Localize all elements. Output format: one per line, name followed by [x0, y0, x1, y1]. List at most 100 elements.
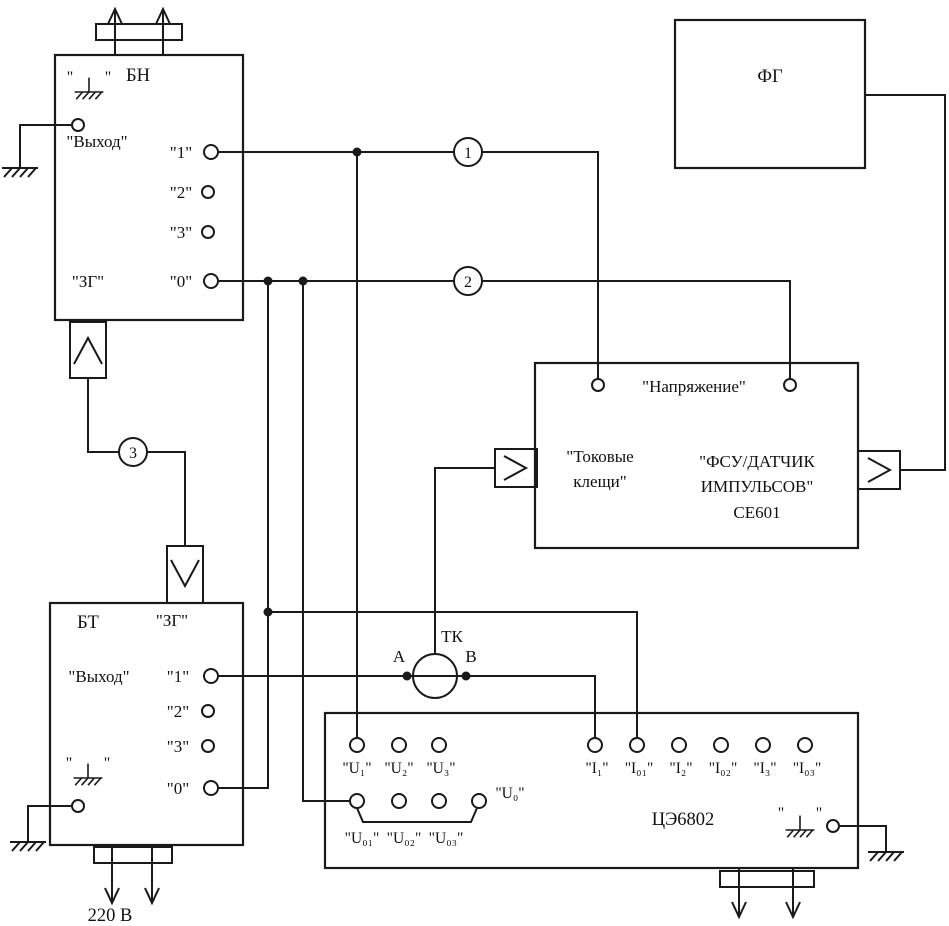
- bn-mains-arrows-icon: [107, 6, 171, 55]
- bn-terminal-2-label: "2": [170, 183, 192, 202]
- meter-i03-label: "I₀₃": [793, 760, 822, 777]
- se601-clamp-connector-chevron-icon: [503, 455, 529, 481]
- bn-terminal-0: [203, 273, 219, 289]
- bt-zg-connector-chevron-icon: [170, 559, 200, 589]
- bn-ground-terminal: [71, 118, 85, 132]
- wire-bt1-through-tk-to-i1: [218, 675, 596, 738]
- meter-mains-arrows-icon: [731, 868, 801, 920]
- bt-zg-label: "ЗГ": [156, 611, 188, 630]
- se601-clamp-connector: [494, 448, 538, 488]
- meter-terminal-i03: [797, 737, 813, 753]
- meter-i2-label: "I₂": [669, 760, 692, 777]
- meter-u02-label: "U₀₂": [387, 830, 422, 847]
- mains-voltage-label: 220 В: [88, 906, 133, 926]
- tk-clamp: ТК А В: [393, 627, 477, 699]
- bt-terminal-1: [203, 668, 219, 684]
- meter-block: "U₁" "U₂" "U₃" "I₁" "I₀₁" "I₂" "I₀₂" "I₃…: [323, 711, 905, 920]
- bn-terminal-1: [203, 144, 219, 160]
- wire-marker-1-number: 1: [464, 145, 472, 162]
- meter-u01-label: "U₀₁": [345, 830, 380, 847]
- bn-earth-ground-icon: [1, 167, 39, 178]
- meter-terminal-i1: [587, 737, 603, 753]
- meter-terminal-u2: [391, 737, 407, 753]
- bt-internal-ground-icon: [72, 762, 104, 787]
- bt-terminal-3: [201, 739, 215, 753]
- bn-terminal-3: [201, 225, 215, 239]
- fg-title: ФГ: [757, 67, 783, 87]
- bt-ground-quote-close: ": [104, 755, 111, 772]
- meter-terminal-u03: [431, 793, 447, 809]
- se601-title-line2: ИМПУЛЬСОВ": [701, 477, 814, 496]
- tk-phase-b-dot: [461, 671, 471, 681]
- bt-terminal-0-label: "0": [167, 779, 189, 798]
- wire-bn0-to-voltage: [218, 280, 791, 379]
- wire-marker-3-circle: [118, 437, 148, 467]
- wire-marker-3: 3: [118, 437, 148, 467]
- bt-ground-terminal: [71, 799, 85, 813]
- fg-box: [673, 18, 867, 170]
- bt-terminal-0: [203, 780, 219, 796]
- meter-i02-label: "I₀₂": [709, 760, 738, 777]
- meter-i3-label: "I₃": [753, 760, 776, 777]
- se601-fg-connector: [857, 450, 901, 490]
- tk-phase-b-label: В: [465, 647, 476, 666]
- meter-u0-link-bracket: [356, 807, 478, 823]
- se601-title-line1: "ФСУ/ДАТЧИК: [699, 452, 815, 471]
- bt-terminal-3-label: "3": [167, 737, 189, 756]
- bn-terminal-0-label: "0": [170, 272, 192, 291]
- meter-mains-cable-bar: [719, 870, 815, 888]
- wire-meter-ground: [840, 825, 887, 852]
- bt-block: БТ "ЗГ" "Выход" "1" "2" "3" "0" " " 220 …: [9, 545, 245, 926]
- se601-voltage-terminal-left: [591, 378, 605, 392]
- bt-earth-ground-icon: [9, 841, 47, 852]
- meter-u2-label: "U₂": [384, 760, 413, 777]
- se601-fg-connector-chevron-icon: [867, 457, 893, 483]
- bn-box: [53, 53, 245, 322]
- bn-terminal-3-label: "3": [170, 223, 192, 242]
- meter-earth-ground-icon: [867, 851, 905, 862]
- meter-terminal-u01: [349, 793, 365, 809]
- wire-branch-zero-left: [218, 281, 269, 789]
- bt-mains-cable-bar: [93, 846, 173, 864]
- meter-ground-terminal: [826, 819, 840, 833]
- wire-tk-to-clamp-connector: [434, 467, 495, 654]
- tk-clamp-circle: [412, 653, 458, 699]
- se601-clamps-label-line2: клещи": [573, 472, 626, 491]
- meter-ground-quote-open: ": [778, 805, 785, 822]
- se601-clamps-label-line1: "Токовые: [566, 447, 633, 466]
- meter-terminal-u1: [349, 737, 365, 753]
- junction-dot: [298, 276, 308, 286]
- wire-marker-2: 2: [453, 266, 483, 296]
- bn-ground-quote-open: ": [67, 69, 74, 86]
- bn-zg-connector-chevron-icon: [73, 335, 103, 365]
- se601-title-line3: СЕ601: [733, 503, 780, 522]
- meter-i1-label: "I₁": [585, 760, 608, 777]
- junction-dot: [263, 276, 273, 286]
- wire-marker-2-circle: [453, 266, 483, 296]
- meter-terminal-u0: [471, 793, 487, 809]
- fg-block: ФГ: [673, 18, 867, 170]
- meter-terminal-i02: [713, 737, 729, 753]
- junction-dots: [263, 147, 362, 617]
- wire-to-i01: [268, 611, 638, 738]
- bt-ground-quote-open: ": [66, 755, 73, 772]
- tk-phase-a-dot: [402, 671, 412, 681]
- junction-dot: [263, 607, 273, 617]
- meter-terminal-u3: [431, 737, 447, 753]
- meter-terminal-u02: [391, 793, 407, 809]
- tk-phase-a-label: А: [393, 647, 406, 666]
- se601-block: "Напряжение" "Токовые клещи" "ФСУ/ДАТЧИК…: [494, 361, 901, 550]
- bn-title: БН: [126, 66, 150, 86]
- bt-title: БТ: [77, 613, 99, 633]
- bt-zg-connector: [166, 545, 204, 604]
- bn-output-label: "Выход": [66, 132, 127, 151]
- meter-ground-quote-close: ": [816, 805, 823, 822]
- meter-u0-label: "U₀": [495, 785, 524, 802]
- meter-terminal-i3: [755, 737, 771, 753]
- meter-u3-label: "U₃": [426, 760, 455, 777]
- bt-box: [48, 601, 245, 847]
- wire-marker-3-number: 3: [129, 445, 137, 462]
- bn-terminal-2: [201, 185, 215, 199]
